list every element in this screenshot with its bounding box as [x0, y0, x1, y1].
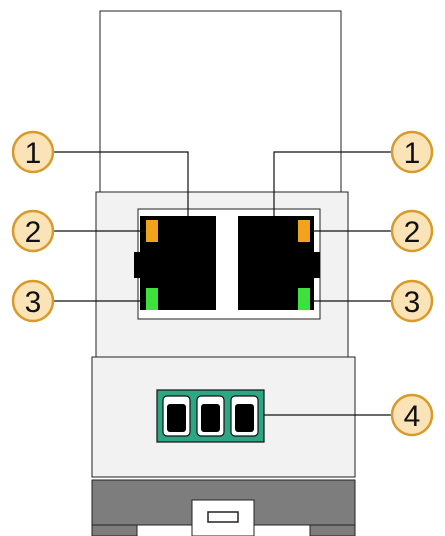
din-rail-base	[91, 479, 356, 536]
top-housing	[99, 10, 342, 194]
callout-label: 1	[404, 137, 421, 170]
callout-1-left: 1	[11, 130, 55, 174]
callout-2-left: 2	[11, 209, 55, 253]
led-green-right	[298, 288, 310, 310]
led-amber-right	[298, 220, 310, 242]
callout-1-right: 1	[390, 130, 434, 174]
callout-label: 2	[25, 216, 42, 249]
callout-2-right: 2	[390, 209, 434, 253]
callout-3-left: 3	[11, 279, 55, 323]
callout-label: 3	[404, 286, 421, 319]
callout-label: 1	[25, 137, 42, 170]
callout-3-right: 3	[390, 279, 434, 323]
callout-label: 2	[404, 216, 421, 249]
callout-layer: 1 1 2 2 3 3 4	[11, 130, 434, 437]
led-green-left	[146, 288, 158, 310]
terminal-block	[156, 389, 265, 443]
callout-label: 4	[404, 400, 421, 433]
callout-label: 3	[25, 286, 42, 319]
led-amber-left	[146, 220, 158, 242]
leader-lines	[52, 151, 393, 416]
callout-4-right: 4	[390, 393, 434, 437]
